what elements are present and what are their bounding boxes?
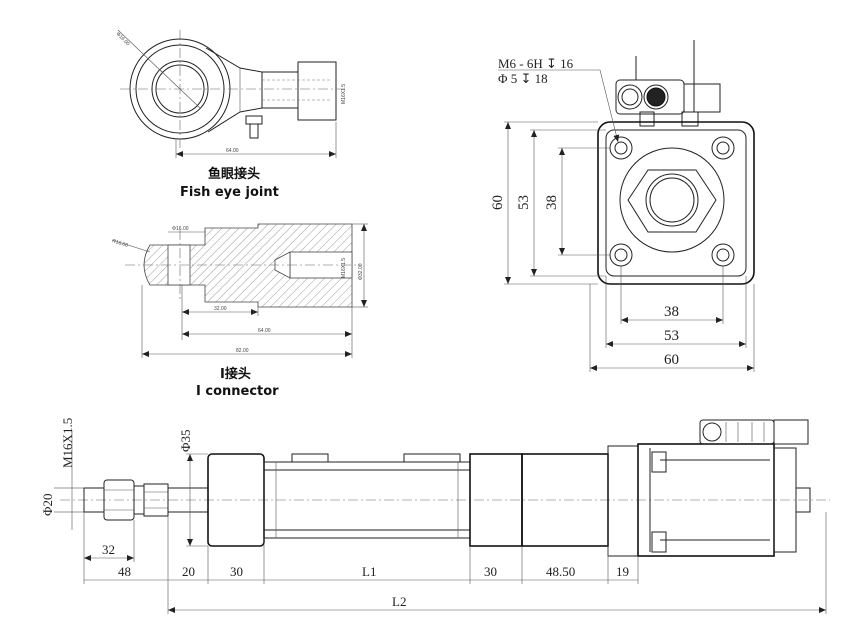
i-connector-caption-en: I connector bbox=[196, 384, 279, 399]
i-connector-drawing: R16.00 Φ16.00 M16X1.5 Φ32.00 32.00 64.00… bbox=[111, 223, 368, 358]
flange-end-view: M6 - 6H ↧ 16 Φ 5 ↧ 18 60 53 38 38 53 60 bbox=[490, 40, 755, 372]
i-connector-thread-label: M16X1.5 bbox=[341, 258, 347, 278]
side-rod-dia-label: Φ20 bbox=[40, 493, 55, 516]
side-dim-48-50: 48.50 bbox=[546, 564, 575, 579]
i-connector-len1-label: 32.00 bbox=[214, 306, 227, 312]
i-connector-outer-dia-label: Φ32.00 bbox=[358, 263, 364, 280]
side-dim-L1: L1 bbox=[362, 564, 376, 579]
side-thread-label: M16X1.5 bbox=[60, 418, 75, 468]
i-connector-len2-label: 64.00 bbox=[258, 328, 271, 334]
flange-dim-60-h: 60 bbox=[664, 352, 679, 368]
i-connector-len3-label: 82.00 bbox=[236, 348, 249, 354]
fish-eye-dia-label: Φ16.00 bbox=[115, 31, 131, 47]
i-connector-radius-label: R16.00 bbox=[111, 238, 128, 249]
i-connector-caption-cn: I接头 bbox=[220, 366, 251, 382]
i-connector-dia-label: Φ16.00 bbox=[172, 226, 189, 232]
side-body-dia-label: Φ35 bbox=[178, 429, 193, 452]
flange-dim-60-v: 60 bbox=[490, 195, 506, 210]
side-dim-L2: L2 bbox=[392, 594, 406, 609]
hole-spec-line2: Φ 5 ↧ 18 bbox=[498, 71, 548, 86]
fish-eye-thread-label: M16X1.5 bbox=[341, 84, 347, 104]
flange-dim-38-h: 38 bbox=[664, 304, 679, 320]
fish-eye-caption-cn: 鱼眼接头 bbox=[208, 166, 260, 182]
side-dim-30a: 30 bbox=[230, 564, 243, 579]
flange-dim-53-v: 53 bbox=[516, 195, 532, 210]
fish-eye-caption-en: Fish eye joint bbox=[180, 185, 279, 200]
hole-spec-line1: M6 - 6H ↧ 16 bbox=[498, 56, 574, 71]
fish-eye-length-label: 64.00 bbox=[226, 148, 239, 154]
side-dim-48: 48 bbox=[118, 564, 131, 579]
side-dim-19: 19 bbox=[616, 564, 629, 579]
side-dim-32: 32 bbox=[102, 542, 115, 557]
flange-dim-38-v: 38 bbox=[544, 195, 560, 210]
fish-eye-joint-drawing: Φ16.00 M16X1.5 64.00 bbox=[115, 29, 347, 158]
side-dim-30b: 30 bbox=[484, 564, 497, 579]
flange-dim-53-h: 53 bbox=[664, 328, 679, 344]
actuator-side-view: M16X1.5 Φ20 Φ35 32 48 20 30 L1 30 48.50 … bbox=[40, 418, 830, 614]
side-dim-20: 20 bbox=[182, 564, 195, 579]
